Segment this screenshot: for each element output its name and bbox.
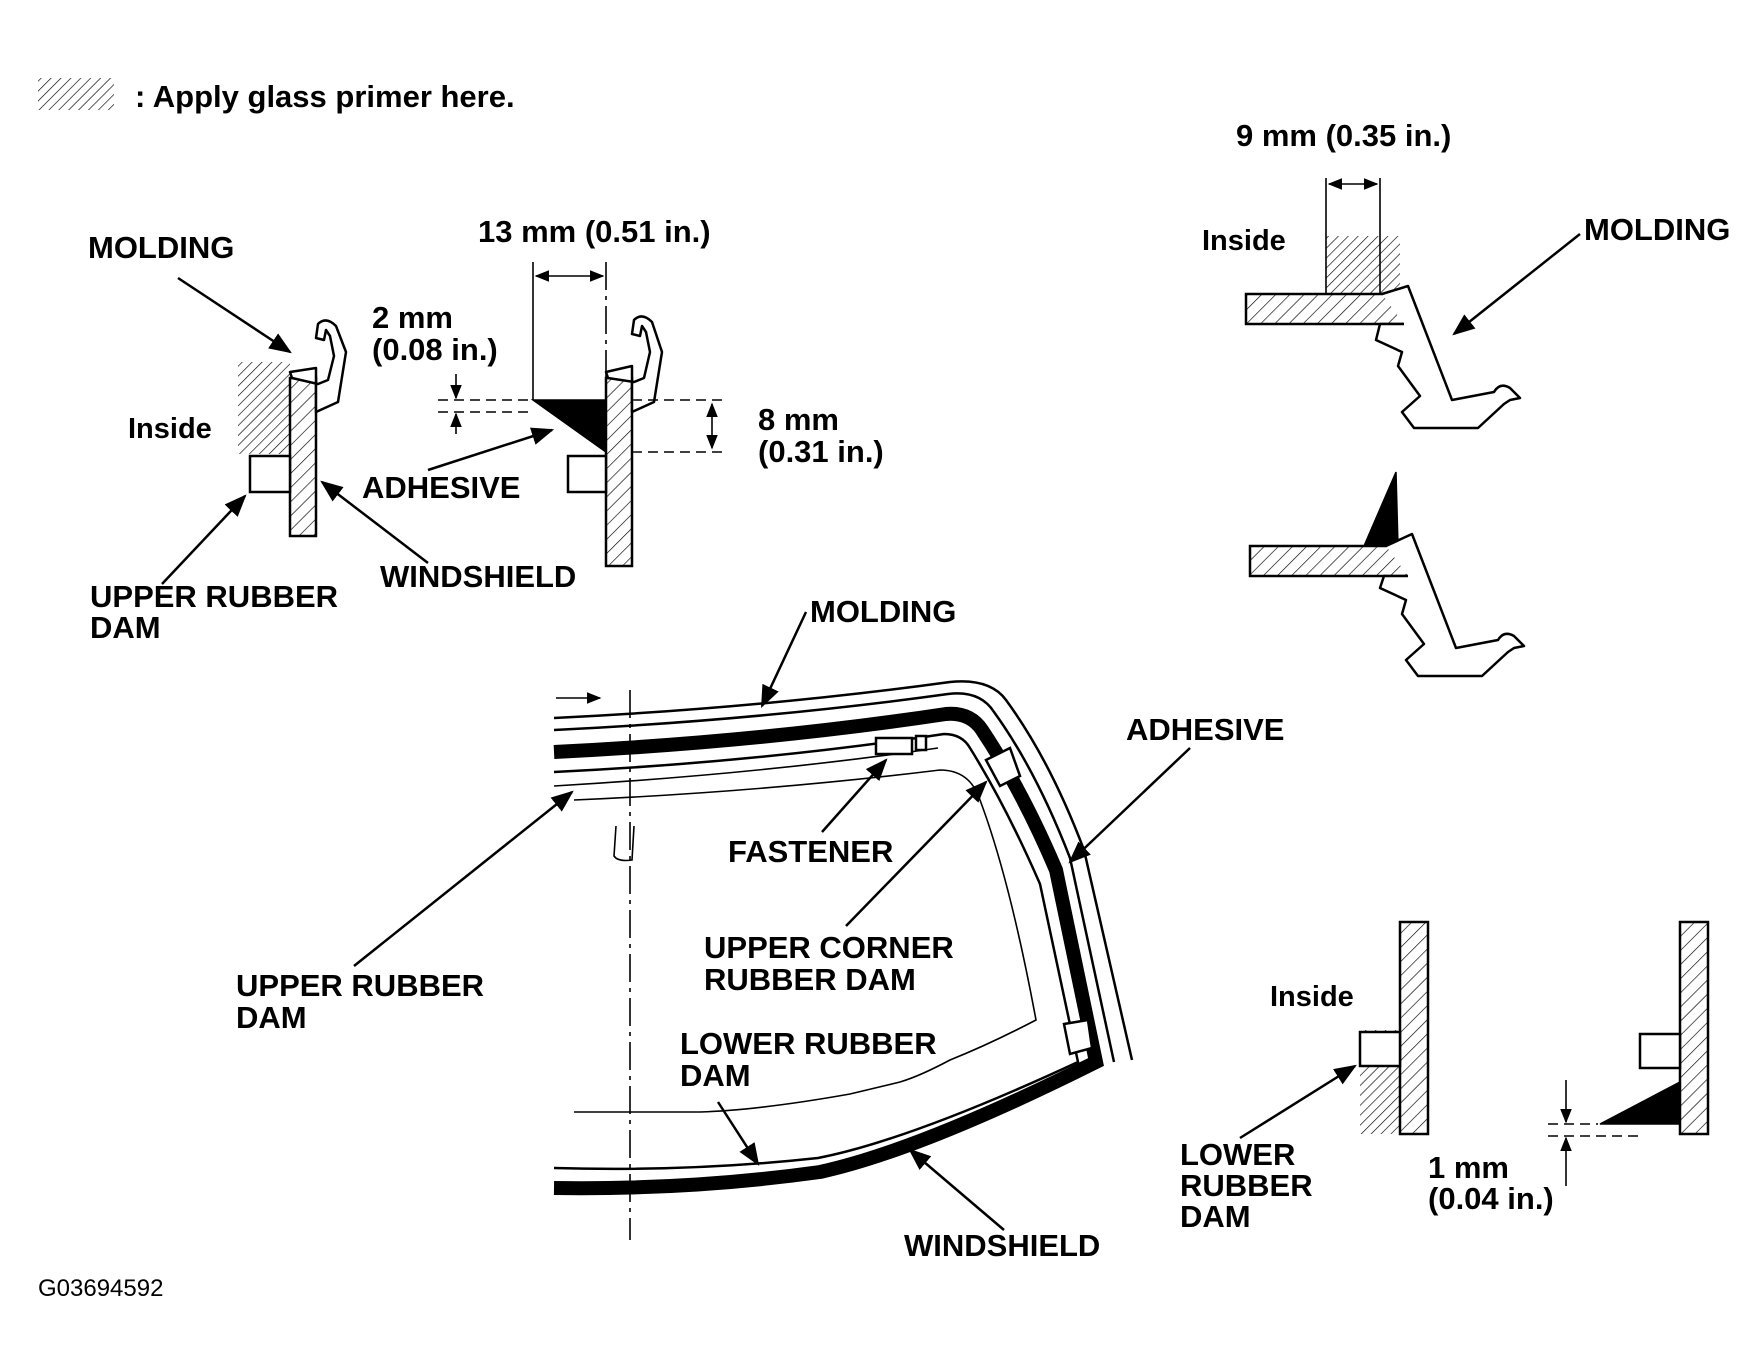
detail-upper-before: MOLDING Inside UPPER RUBBER DAM WINDSHIE…: [88, 230, 576, 645]
windshield-glass-side: [1244, 292, 1406, 326]
windshield-glass-lower: [1398, 920, 1430, 1136]
adhesive-label-top: ADHESIVE: [362, 470, 520, 505]
windshield-label-main: WINDSHIELD: [904, 1228, 1100, 1263]
fastener-shape: [874, 736, 914, 756]
dim-9-label: 9 mm (0.35 in.): [1236, 118, 1451, 153]
molding-label-side: MOLDING: [1584, 212, 1730, 247]
upper-corner-dam-label: UPPER CORNER: [704, 930, 954, 965]
windshield-glass-section: [288, 376, 318, 538]
upper-rubber-dam-label-main-2: DAM: [236, 1000, 307, 1035]
upper-rubber-dam-leader-main: [353, 790, 574, 967]
molding-leader-main: [760, 611, 808, 709]
inside-label: Inside: [128, 413, 212, 445]
upper-rubber-dam-shape-2: [566, 454, 608, 494]
lower-rubber-dam-leader: [1239, 1064, 1357, 1140]
detail-upper-after: 13 mm (0.51 in.) 2 mm (0.08 in.) 8 mm (0…: [362, 214, 884, 568]
dim-1-label: 1 mm: [1428, 1150, 1509, 1185]
lower-rubber-dam-leader-main: [716, 1101, 760, 1166]
adhesive-leader-main: [1068, 747, 1191, 864]
upper-corner-dam-leader: [845, 780, 988, 927]
upper-rubber-dam-shape: [248, 454, 292, 494]
fastener-shape-2: [914, 734, 928, 752]
molding-side-2: [1378, 532, 1526, 678]
lower-rubber-dam-shape: [1358, 1030, 1402, 1068]
molding-outline-inner: [553, 692, 1116, 1063]
molding-leader: [177, 276, 292, 354]
inside-label-side: Inside: [1202, 225, 1286, 257]
lower-rubber-dam-label-main-2: DAM: [680, 1058, 751, 1093]
adhesive-bead-side: [1362, 471, 1399, 547]
fastener-stub: [613, 825, 635, 862]
lower-rubber-dam-label-main: LOWER RUBBER: [680, 1026, 937, 1061]
windshield-glass-side-2: [1248, 544, 1410, 578]
upper-rubber-dam-leader: [161, 494, 247, 585]
fastener-leader: [821, 758, 888, 833]
windshield-leader-top: [320, 480, 429, 564]
figure-code: G03694592: [38, 1275, 163, 1302]
windshield-glass-section-2: [604, 376, 634, 568]
primer-hatch-swatch: [38, 78, 114, 110]
detail-lower: Inside LOWER RUBBER DAM 1 mm (0.04 in.): [1180, 920, 1710, 1234]
windshield-edge: [553, 732, 1080, 1171]
dim-2-label-2: (0.08 in.): [372, 332, 498, 367]
adhesive-leader-top: [427, 427, 555, 472]
dim-8-label-2: (0.31 in.): [758, 434, 884, 469]
molding-outline: [553, 680, 1134, 1061]
molding-label: MOLDING: [88, 230, 234, 265]
dim-8-label: 8 mm: [758, 402, 839, 437]
fastener-label: FASTENER: [728, 834, 893, 869]
upper-corner-dam-label-2: RUBBER DAM: [704, 962, 916, 997]
molding-leader-side: [1452, 233, 1581, 336]
upper-rubber-dam-label-main: UPPER RUBBER: [236, 968, 484, 1003]
adhesive-bead: [530, 399, 607, 454]
inside-label-lower: Inside: [1270, 981, 1354, 1013]
molding-shape: [288, 319, 348, 414]
windshield-leader-main: [908, 1148, 1005, 1231]
upper-rubber-dam-label-2: DAM: [90, 610, 161, 645]
primer-area: [238, 362, 290, 454]
dim-2-label: 2 mm: [372, 300, 453, 335]
adhesive-band: [553, 706, 1104, 1196]
detail-side-after: [1248, 471, 1526, 678]
lower-rubber-dam-label-a: LOWER: [1180, 1137, 1295, 1172]
upper-rubber-dam-label: UPPER RUBBER: [90, 579, 338, 614]
windshield-overview: MOLDING ADHESIVE FASTENER UPPER CORNER R…: [236, 594, 1284, 1263]
windshield-glass-lower-2: [1678, 920, 1710, 1136]
upper-corner-dam-shape: [984, 746, 1022, 788]
detail-side-before: 9 mm (0.35 in.) Inside MOLDING: [1202, 118, 1730, 430]
dim-13-label: 13 mm (0.51 in.): [478, 214, 711, 249]
lower-rubber-dam-label-b: RUBBER: [1180, 1168, 1313, 1203]
molding-side: [1374, 284, 1522, 430]
adhesive-bead-lower: [1599, 1080, 1681, 1125]
adhesive-label-main: ADHESIVE: [1126, 712, 1284, 747]
legend-text: : Apply glass primer here.: [135, 79, 515, 114]
lower-corner-dam-shape: [1062, 1018, 1094, 1056]
dim-1-label-2: (0.04 in.): [1428, 1181, 1554, 1216]
primer-area-side: [1326, 236, 1400, 294]
lower-rubber-dam-shape-2: [1638, 1032, 1682, 1070]
lower-rubber-dam-label-c: DAM: [1180, 1199, 1251, 1234]
windshield-label-top: WINDSHIELD: [380, 559, 576, 594]
primer-legend: : Apply glass primer here.: [38, 78, 515, 114]
molding-label-main: MOLDING: [810, 594, 956, 629]
molding-shape-2: [604, 315, 664, 414]
glass-inner-outline: [573, 769, 1037, 1113]
